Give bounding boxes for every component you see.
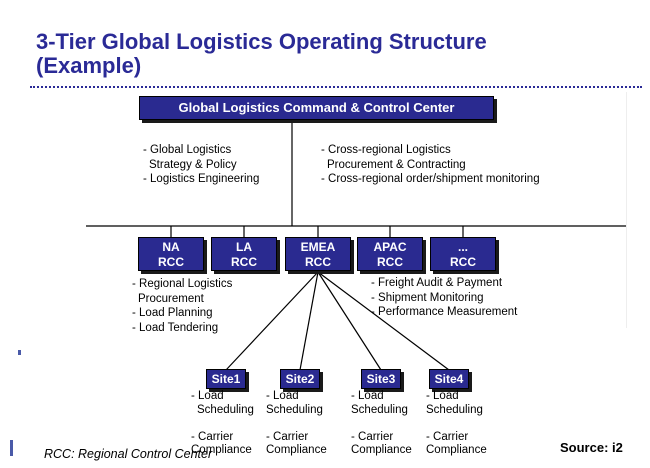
site-note: - Carrier <box>266 430 309 443</box>
top-right-notes: - Cross-regional Logistics Procurement &… <box>321 143 540 187</box>
rcc-name: NA <box>162 240 180 254</box>
top-left-note: - Global Logistics <box>143 144 232 156</box>
rcc-name: ... <box>457 240 468 254</box>
top-right-note: Procurement & Contracting <box>327 158 466 171</box>
rcc-right-note: - Shipment Monitoring <box>371 291 484 304</box>
rcc-sub: RCC <box>158 255 184 269</box>
margin-mark <box>10 440 13 456</box>
site-link-4 <box>317 271 450 371</box>
site-label: Site1 <box>211 372 241 386</box>
site-link-3 <box>317 271 382 371</box>
page-title: 3-Tier Global Logistics Operating Struct… <box>36 30 487 78</box>
legend-caption: RCC: Regional Control Center <box>44 447 213 461</box>
rcc-box-apac: APAC RCC <box>357 237 423 271</box>
title-line-2: (Example) <box>36 53 142 78</box>
site-3-notes: - Load Scheduling - Carrier Compliance <box>351 390 412 458</box>
site-note: - Carrier <box>351 430 394 443</box>
top-right-note: - Cross-regional Logistics <box>321 144 451 156</box>
rcc-left-notes: - Regional Logistics Procurement - Load … <box>132 277 232 335</box>
site-2-notes: - Load Scheduling - Carrier Compliance <box>266 390 327 458</box>
site-box-1: Site1 <box>206 369 246 389</box>
top-left-note: Strategy & Policy <box>149 158 237 171</box>
site-label: Site3 <box>366 372 396 386</box>
site-link-2 <box>299 271 319 371</box>
site-note: - Load <box>426 390 459 402</box>
site-label: Site2 <box>285 372 315 386</box>
rcc-right-note: - Performance Measurement <box>371 306 518 318</box>
top-left-note: - Logistics Engineering <box>143 173 260 185</box>
rcc-box-la: LA RCC <box>211 237 277 271</box>
site-note: - Load <box>266 390 299 402</box>
site-note: Compliance <box>426 444 487 456</box>
diagram-panel <box>86 92 627 328</box>
rcc-sub: RCC <box>305 255 331 269</box>
site-1-notes: - Load Scheduling - Carrier Compliance <box>191 390 254 458</box>
site-note: Compliance <box>351 444 412 456</box>
site-4-notes: - Load Scheduling - Carrier Compliance <box>426 390 487 458</box>
site-box-3: Site3 <box>361 369 401 389</box>
site-note: Scheduling <box>351 403 408 416</box>
site-note: Scheduling <box>197 403 254 416</box>
site-box-2: Site2 <box>280 369 320 389</box>
rcc-name: APAC <box>373 240 407 254</box>
rcc-left-note: - Regional Logistics <box>132 278 233 290</box>
rcc-name: LA <box>236 240 252 254</box>
source-label: Source: i2 <box>560 440 623 455</box>
command-center-label: Global Logistics Command & Control Cente… <box>178 100 455 115</box>
rcc-right-notes: - Freight Audit & Payment - Shipment Mon… <box>371 276 517 320</box>
rcc-box-emea: EMEA RCC <box>285 237 351 271</box>
site-note: - Carrier <box>426 430 469 443</box>
rcc-box-na: NA RCC <box>138 237 204 271</box>
rcc-sub: RCC <box>231 255 257 269</box>
rcc-left-note: - Load Tendering <box>132 321 219 334</box>
site-note: Compliance <box>266 444 327 456</box>
rcc-box-more: ... RCC <box>430 237 496 271</box>
site-note: Compliance <box>191 444 252 456</box>
rcc-left-note: - Load Planning <box>132 307 213 319</box>
site-note: - Carrier <box>191 430 234 443</box>
margin-mark <box>18 350 21 355</box>
rcc-name: EMEA <box>300 240 336 254</box>
dotted-divider <box>30 86 642 88</box>
rcc-sub: RCC <box>450 255 476 269</box>
top-right-note: - Cross-regional order/shipment monitori… <box>321 173 540 185</box>
top-left-notes: - Global Logistics Strategy & Policy - L… <box>143 143 259 187</box>
site-label: Site4 <box>434 372 464 386</box>
site-box-4: Site4 <box>429 369 469 389</box>
site-note: Scheduling <box>266 403 323 416</box>
rcc-left-note: Procurement <box>138 292 204 305</box>
rcc-sub: RCC <box>377 255 403 269</box>
rcc-right-note: - Freight Audit & Payment <box>371 277 503 289</box>
site-note: - Load <box>351 390 384 402</box>
site-note: - Load <box>191 390 224 402</box>
title-line-1: 3-Tier Global Logistics Operating Struct… <box>36 29 487 54</box>
site-link-1 <box>225 271 319 371</box>
command-center-box: Global Logistics Command & Control Cente… <box>139 96 494 120</box>
site-note: Scheduling <box>426 403 483 416</box>
